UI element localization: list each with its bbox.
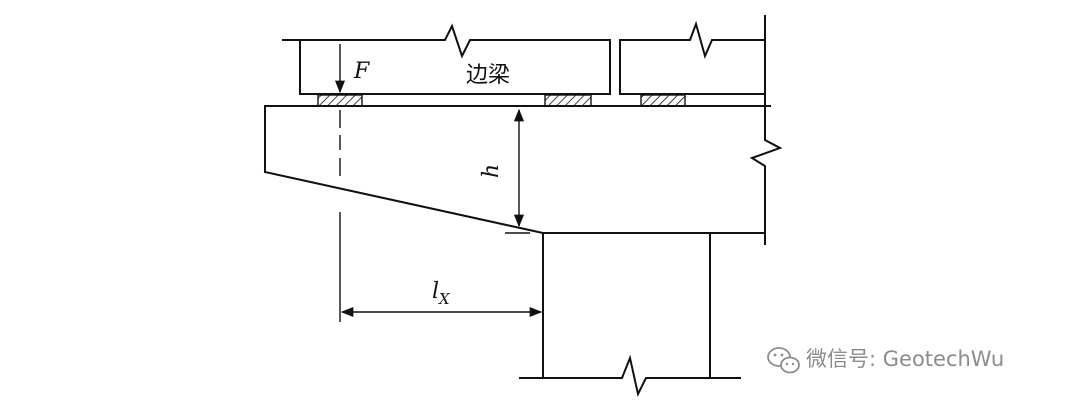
break-line-right xyxy=(749,15,783,245)
beam-label: 边梁 xyxy=(466,63,510,88)
height-dimension: h xyxy=(479,108,530,234)
edge-beam xyxy=(282,23,611,95)
bearing-pads xyxy=(317,94,686,107)
bearing-pad-right xyxy=(640,94,686,107)
watermark: 微信号: GeotechWu xyxy=(767,347,1004,374)
lever-label-sub: X xyxy=(438,290,451,308)
force-arrow: F xyxy=(334,44,370,94)
pier-column xyxy=(519,232,741,397)
watermark-text: 微信号: GeotechWu xyxy=(806,347,1004,371)
adjacent-beam xyxy=(619,20,766,95)
height-label: h xyxy=(479,164,504,178)
bearing-pad-left xyxy=(317,94,363,107)
lever-label: lX xyxy=(432,279,451,308)
lever-label-main: l xyxy=(432,279,439,304)
bearing-pad-middle xyxy=(544,94,592,107)
wechat-icon xyxy=(767,347,800,374)
lever-dimension: lX xyxy=(340,279,543,318)
cap-beam xyxy=(263,105,771,235)
force-label: F xyxy=(353,59,370,84)
